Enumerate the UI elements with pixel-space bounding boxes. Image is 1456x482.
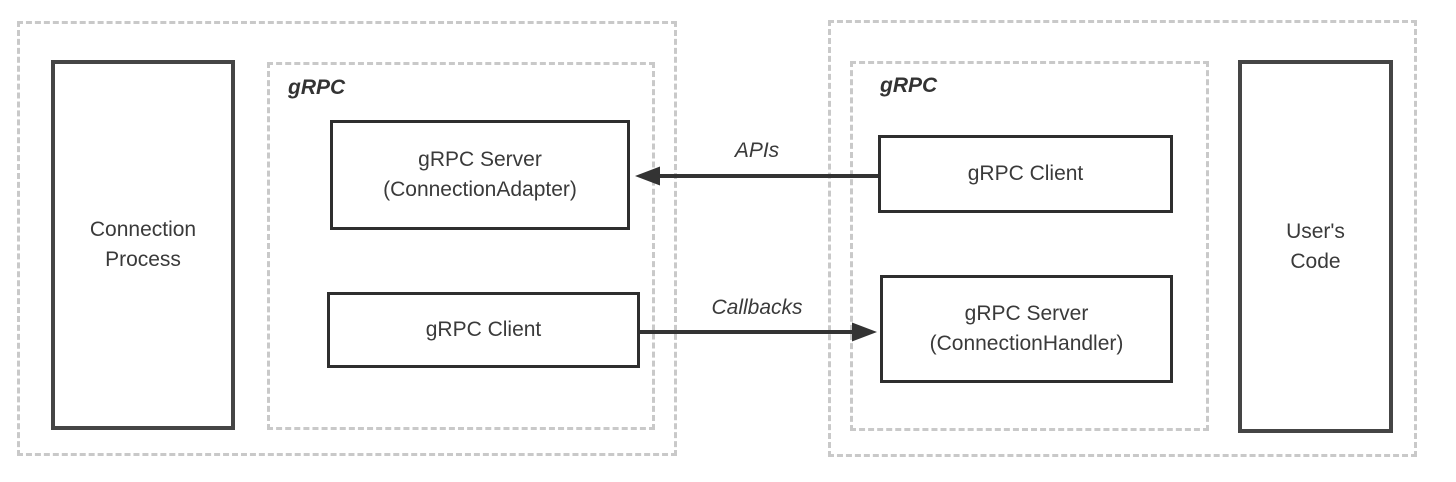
grpc-server-adapter-label-line1: gRPC Server (418, 148, 542, 171)
connection-process-label-line1: Connection (89, 218, 197, 241)
grpc-server-handler-label-line2: (ConnectionHandler) (929, 332, 1124, 355)
connection-process-group-container (17, 21, 677, 456)
right-grpc-client-label: gRPC Client (967, 162, 1084, 185)
left-grpc-client-box: gRPC Client (327, 292, 640, 368)
left-grpc-container (267, 62, 655, 430)
right-grpc-client-box: gRPC Client (878, 135, 1173, 213)
grpc-server-connection-handler-box: gRPC Server (ConnectionHandler) (880, 275, 1173, 383)
right-grpc-container-label: gRPC (880, 74, 938, 97)
left-grpc-container-label: gRPC (288, 76, 346, 99)
users-code-group-container (828, 20, 1417, 457)
users-code-label-line1: User's (1286, 219, 1345, 243)
apis-arrow-label: APIs (734, 139, 780, 162)
grpc-server-handler-label-line1: gRPC Server (964, 302, 1089, 325)
users-code-box: User's Code (1238, 60, 1393, 433)
right-grpc-container (850, 61, 1209, 431)
users-code-label-line2: Code (1290, 249, 1341, 273)
left-grpc-client-label: gRPC Client (425, 318, 542, 341)
grpc-server-adapter-label-line2: (ConnectionAdapter) (383, 178, 577, 201)
connection-process-label-line2: Process (105, 248, 181, 271)
connection-process-box: Connection Process (51, 60, 235, 430)
grpc-server-connection-adapter-box: gRPC Server (ConnectionAdapter) (330, 120, 630, 230)
callbacks-arrow-label: Callbacks (711, 296, 803, 319)
